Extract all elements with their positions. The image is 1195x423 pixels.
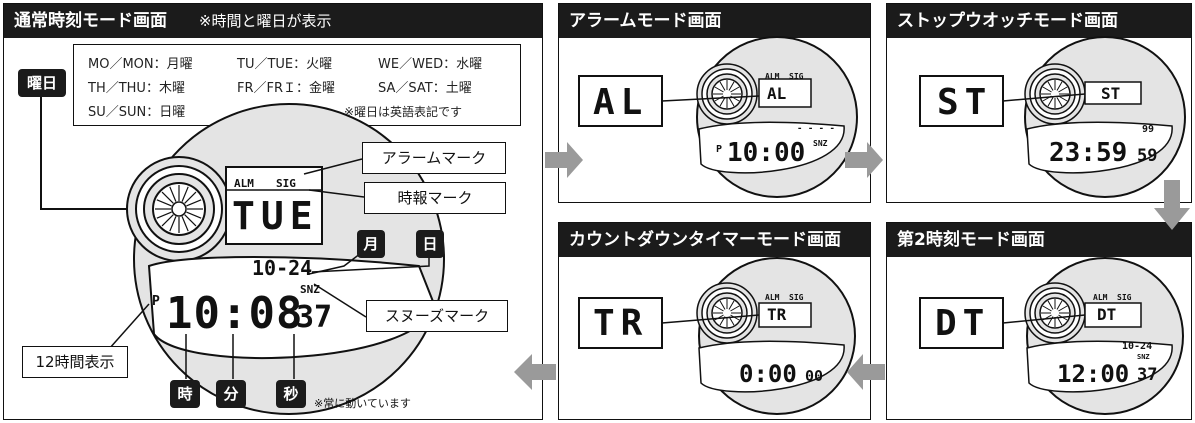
weekday-tue: TU／TUE：火曜 <box>237 57 333 72</box>
alarm-big-code: AL <box>593 82 649 123</box>
stopwatch-mode-title: ストップウオッチモード画面 <box>887 4 1191 38</box>
alarm-time: 10:00 <box>727 138 806 168</box>
second-tag: 秒 <box>276 380 306 408</box>
arrow-timer-to-normal <box>514 354 556 390</box>
weekday-fri: FR／FRＩ：金曜 <box>237 81 336 96</box>
sensor-icon <box>696 282 758 344</box>
date-display: 10-24 <box>252 256 313 280</box>
normal-mode-header: 通常時刻モード画面 ※時間と曜日が表示 <box>4 4 542 38</box>
dual-time-mode-title: 第2時刻モード画面 <box>887 223 1191 257</box>
dual-time-snz: SNZ <box>1137 353 1150 361</box>
timer-time: 0:00 <box>739 360 797 388</box>
alarm-alm-label: ALM <box>765 72 780 81</box>
sig-indicator: SIG <box>276 177 296 190</box>
dual-time-date: 10-24 <box>1122 341 1153 352</box>
dual-time-mode-panel: 第2時刻モード画面 DT ALM SIG DT 10-24 SNZ 12:00 … <box>886 222 1192 420</box>
alarm-mark-callout: アラームマーク <box>362 142 506 174</box>
normal-mode-panel: 通常時刻モード画面 ※時間と曜日が表示 MO／MON：月曜 TU／TUE：火曜 … <box>3 3 543 420</box>
arrow-normal-to-alarm <box>545 142 583 178</box>
alarm-sig-label: SIG <box>789 72 804 81</box>
alarm-snz: SNZ <box>813 139 828 148</box>
weekday-note: ※曜日は英語表記です <box>344 105 463 119</box>
alarm-mode-title: アラームモード画面 <box>559 4 870 38</box>
arrow-dual-to-timer <box>847 354 885 390</box>
main-watch-face <box>40 97 445 415</box>
stopwatch-extra: 99 <box>1142 124 1155 135</box>
sensor-icon <box>1024 63 1086 125</box>
day-display: TUE <box>232 194 319 238</box>
alarm-top-code: AL <box>767 84 787 103</box>
sensor-icon <box>1024 282 1086 344</box>
sensor-icon <box>126 156 232 262</box>
stopwatch-big-code: ST <box>937 82 993 123</box>
twelve-hour-callout: 12時間表示 <box>22 346 128 378</box>
timer-top-code: TR <box>767 305 787 324</box>
dual-time-sig-label: SIG <box>1117 293 1132 302</box>
arrow-alarm-to-stopwatch <box>845 142 883 178</box>
timer-sig-label: SIG <box>789 293 804 302</box>
pm-indicator: P <box>152 294 160 309</box>
timer-mode-panel: カウントダウンタイマーモード画面 TR ALM SIG TR 0:00 00 <box>558 222 871 420</box>
alarm-pm: P <box>716 144 723 155</box>
alarm-dashes: - - - - <box>797 124 835 134</box>
dual-time-seconds: 37 <box>1137 365 1158 385</box>
stopwatch-seconds: 59 <box>1137 146 1158 166</box>
minute-tag: 分 <box>216 380 246 408</box>
dual-time-time: 12:00 <box>1057 360 1130 388</box>
timer-mode-title: カウントダウンタイマーモード画面 <box>559 223 870 257</box>
sensor-icon <box>696 63 758 125</box>
seconds-display: 37 <box>296 300 333 335</box>
timer-big-code: TR <box>593 303 649 344</box>
hour-tag: 時 <box>170 380 200 408</box>
weekday-thu: TH／THU：木曜 <box>88 81 185 96</box>
normal-mode-title: 通常時刻モード画面 <box>14 11 167 31</box>
stopwatch-top-code: ST <box>1101 84 1121 103</box>
arrow-stopwatch-to-dual <box>1154 180 1190 230</box>
weekday-sat: SA／SAT：土曜 <box>378 81 472 96</box>
alarm-mode-panel: アラームモード画面 AL ALM SIG AL - - - - P 10:00 … <box>558 3 871 203</box>
alm-indicator: ALM <box>234 177 254 190</box>
dual-time-alm-label: ALM <box>1093 293 1108 302</box>
seconds-note: ※常に動いています <box>314 397 411 410</box>
weekday-wed: WE／WED：水曜 <box>378 57 483 72</box>
stopwatch-time: 23:59 <box>1049 138 1128 168</box>
upper-lcd <box>225 166 323 245</box>
dual-time-top-code: DT <box>1097 305 1117 324</box>
snz-indicator: SNZ <box>300 283 320 296</box>
weekday-mon: MO／MON：月曜 <box>88 57 193 72</box>
day-tag: 日 <box>416 230 444 258</box>
timer-seconds: 00 <box>805 367 824 385</box>
stopwatch-mode-panel: ストップウオッチモード画面 ST ST 99 23:59 59 <box>886 3 1192 203</box>
month-tag: 月 <box>357 230 385 258</box>
time-display: 10:08 <box>166 288 304 339</box>
weekday-tag: 曜日 <box>18 69 66 97</box>
weekday-sun: SU／SUN：日曜 <box>88 105 186 120</box>
timer-alm-label: ALM <box>765 293 780 302</box>
snooze-mark-callout: スヌーズマーク <box>366 300 508 332</box>
dual-time-big-code: DT <box>935 303 991 344</box>
normal-mode-subtitle: ※時間と曜日が表示 <box>198 12 332 30</box>
time-signal-callout: 時報マーク <box>364 182 506 214</box>
